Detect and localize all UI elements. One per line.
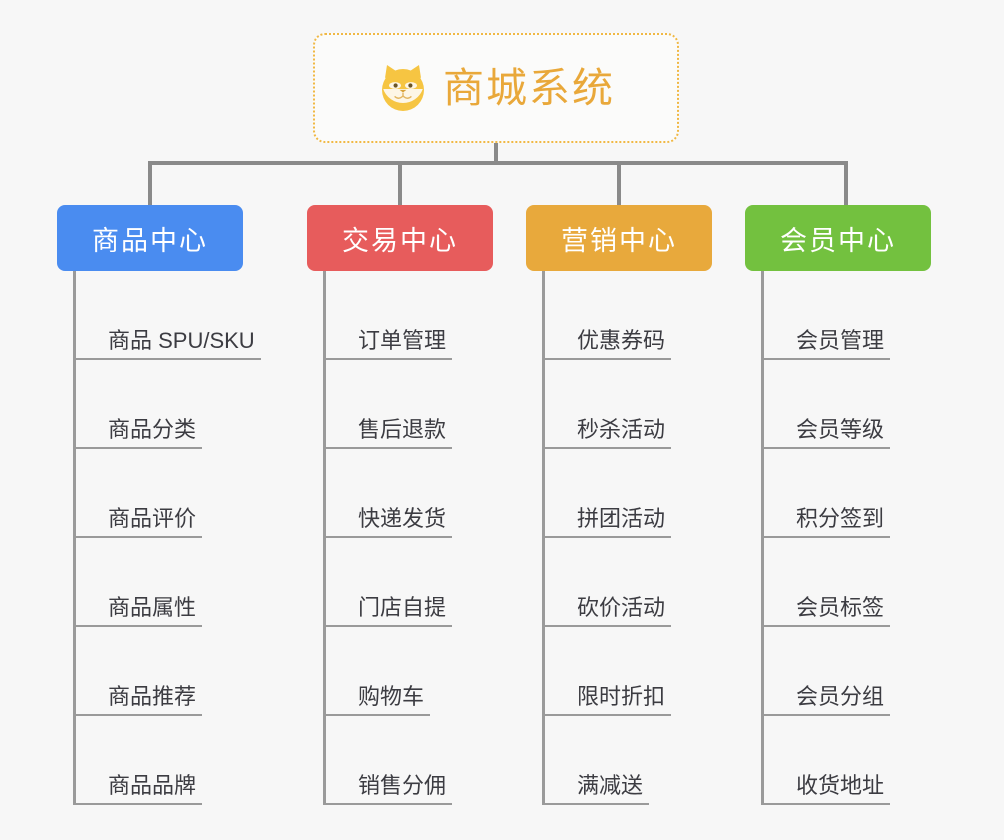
connector-drop-column-4	[844, 161, 848, 207]
branch-column-marketing-center: 营销中心 优惠券码 秒杀活动 拼团活动 砍价活动 限时折扣 满减送	[526, 205, 712, 805]
leaf-label: 商品推荐	[108, 684, 203, 716]
list-item[interactable]: 商品推荐	[76, 627, 243, 716]
leaf-label: 商品评价	[108, 506, 203, 538]
list-item[interactable]: 商品属性	[76, 538, 243, 627]
leaf-label: 商品分类	[108, 417, 203, 449]
list-item[interactable]: 订单管理	[326, 271, 493, 360]
list-item[interactable]: 售后退款	[326, 360, 493, 449]
leaf-label: 会员标签	[796, 595, 891, 627]
list-item[interactable]: 商品品牌	[76, 716, 243, 805]
leaf-label: 订单管理	[358, 328, 453, 360]
leaf-label: 商品品牌	[108, 773, 203, 805]
category-header-label: 营销中心	[561, 225, 677, 256]
connector-root-stem	[494, 143, 498, 165]
leaf-label: 砍价活动	[577, 595, 672, 627]
list-item[interactable]: 商品分类	[76, 360, 243, 449]
list-item[interactable]: 秒杀活动	[545, 360, 712, 449]
list-item[interactable]: 购物车	[326, 627, 493, 716]
list-item[interactable]: 满减送	[545, 716, 712, 805]
connector-horizontal-bus	[148, 161, 848, 165]
leaf-label: 积分签到	[796, 506, 891, 538]
leaf-label: 商品 SPU/SKU	[108, 328, 261, 360]
connector-drop-column-1	[148, 161, 152, 207]
connector-drop-column-2	[398, 161, 402, 207]
list-item[interactable]: 积分签到	[764, 449, 931, 538]
list-item[interactable]: 拼团活动	[545, 449, 712, 538]
leaf-label: 商品属性	[108, 595, 203, 627]
leaf-label: 拼团活动	[577, 506, 672, 538]
branch-column-member-center: 会员中心 会员管理 会员等级 积分签到 会员标签 会员分组 收货地址	[745, 205, 931, 805]
category-header-marketing-center[interactable]: 营销中心	[526, 205, 712, 271]
leaf-label: 收货地址	[796, 773, 891, 805]
leaf-label: 优惠券码	[577, 328, 672, 360]
leaf-label: 门店自提	[358, 595, 453, 627]
leaf-label: 会员等级	[796, 417, 891, 449]
list-item[interactable]: 会员管理	[764, 271, 931, 360]
category-header-trade-center[interactable]: 交易中心	[307, 205, 493, 271]
category-header-member-center[interactable]: 会员中心	[745, 205, 931, 271]
leaf-list-marketing-center: 优惠券码 秒杀活动 拼团活动 砍价活动 限时折扣 满减送	[542, 271, 712, 805]
leaf-label: 购物车	[358, 684, 431, 716]
leaf-label: 满减送	[577, 773, 650, 805]
list-item[interactable]: 收货地址	[764, 716, 931, 805]
list-item[interactable]: 会员标签	[764, 538, 931, 627]
shiba-dog-mascot-icon	[377, 62, 429, 114]
branch-column-trade-center: 交易中心 订单管理 售后退款 快递发货 门店自提 购物车 销售分佣	[307, 205, 493, 805]
list-item[interactable]: 销售分佣	[326, 716, 493, 805]
category-header-product-center[interactable]: 商品中心	[57, 205, 243, 271]
category-header-label: 商品中心	[92, 225, 208, 256]
leaf-list-product-center: 商品 SPU/SKU 商品分类 商品评价 商品属性 商品推荐 商品品牌	[73, 271, 261, 805]
leaf-list-member-center: 会员管理 会员等级 积分签到 会员标签 会员分组 收货地址	[761, 271, 931, 805]
list-item[interactable]: 限时折扣	[545, 627, 712, 716]
branch-column-product-center: 商品中心 商品 SPU/SKU 商品分类 商品评价 商品属性 商品推荐 商品品牌	[57, 205, 261, 805]
list-item[interactable]: 会员分组	[764, 627, 931, 716]
root-node-shopping-mall-system[interactable]: 商城系统	[313, 33, 679, 143]
leaf-label: 售后退款	[358, 417, 453, 449]
leaf-label: 秒杀活动	[577, 417, 672, 449]
root-node-title: 商城系统	[443, 64, 615, 111]
list-item[interactable]: 快递发货	[326, 449, 493, 538]
list-item[interactable]: 商品 SPU/SKU	[76, 271, 261, 360]
leaf-label: 会员分组	[796, 684, 891, 716]
list-item[interactable]: 会员等级	[764, 360, 931, 449]
category-header-label: 交易中心	[342, 225, 458, 256]
connector-drop-column-3	[617, 161, 621, 207]
leaf-label: 会员管理	[796, 328, 891, 360]
leaf-list-trade-center: 订单管理 售后退款 快递发货 门店自提 购物车 销售分佣	[323, 271, 493, 805]
list-item[interactable]: 门店自提	[326, 538, 493, 627]
list-item[interactable]: 商品评价	[76, 449, 243, 538]
list-item[interactable]: 砍价活动	[545, 538, 712, 627]
list-item[interactable]: 优惠券码	[545, 271, 712, 360]
leaf-label: 销售分佣	[358, 773, 453, 805]
leaf-label: 限时折扣	[577, 684, 672, 716]
leaf-label: 快递发货	[358, 506, 453, 538]
category-header-label: 会员中心	[780, 225, 896, 256]
